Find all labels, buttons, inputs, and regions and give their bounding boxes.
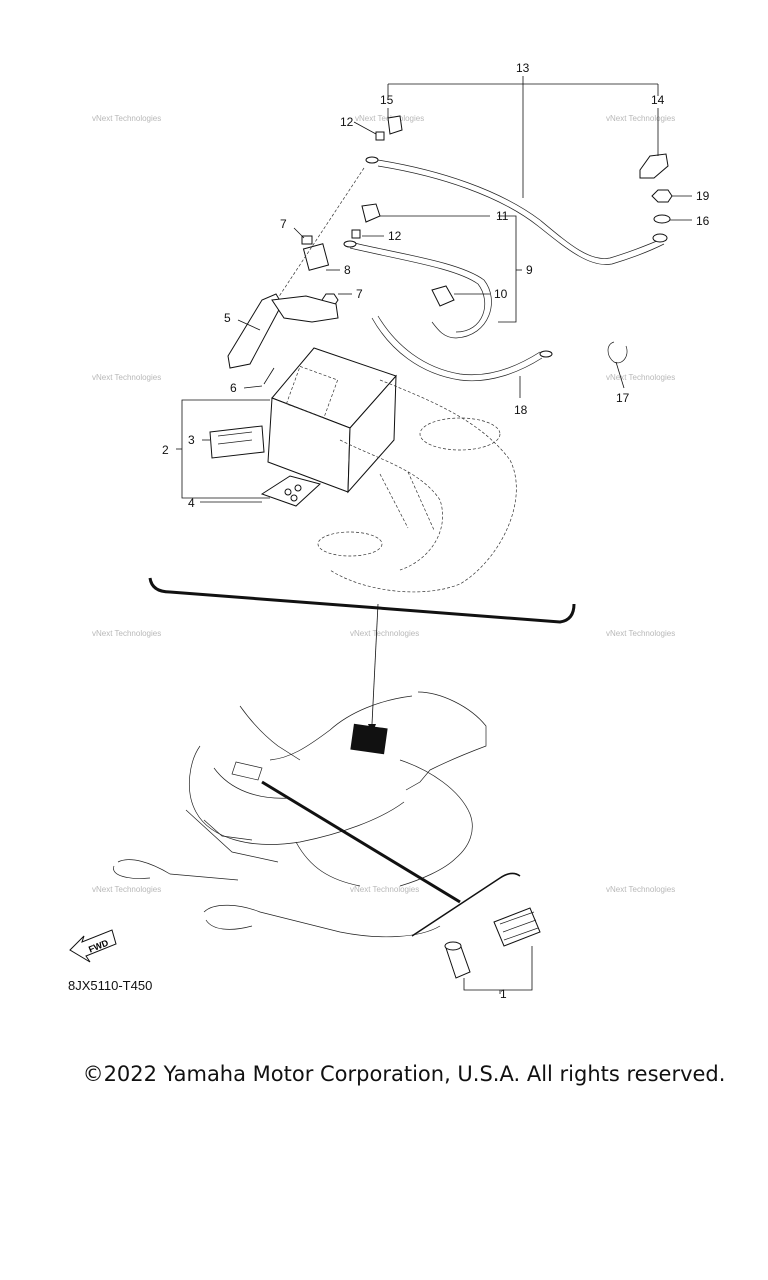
- cap-11: [361, 203, 490, 223]
- callout-8: 8: [344, 263, 351, 277]
- callout-10: 10: [494, 287, 508, 301]
- callout-4: 4: [188, 496, 195, 510]
- watermark: vNext Technologies: [92, 373, 161, 382]
- callout-13: 13: [516, 61, 530, 75]
- callout-17: 17: [616, 391, 630, 405]
- terminal-cap-14: [639, 108, 669, 179]
- frame-outline: [317, 379, 517, 593]
- pointer-line: [261, 780, 461, 904]
- band-17: [607, 341, 628, 389]
- battery-cable-9: [343, 215, 522, 339]
- cable-terminal: [652, 233, 668, 243]
- nut-19: [651, 189, 692, 203]
- callout-7: 7: [280, 217, 287, 231]
- battery-2: [267, 347, 397, 494]
- callout-16: 16: [696, 214, 710, 228]
- bolt-12-upper: [353, 121, 385, 141]
- watermark: vNext Technologies: [92, 114, 161, 123]
- cable-terminal: [365, 156, 379, 164]
- section-divider: [148, 577, 576, 624]
- bracket-13: [387, 76, 659, 198]
- ground-cable-18: [371, 315, 553, 398]
- callout-19: 19: [696, 189, 710, 203]
- watermark: vNext Technologies: [606, 114, 675, 123]
- callout-7: 7: [356, 287, 363, 301]
- watermark: vNext Technologies: [606, 629, 675, 638]
- callout-5: 5: [224, 311, 231, 325]
- callout-15: 15: [380, 93, 394, 107]
- callout-3: 3: [188, 433, 195, 447]
- battery-location-marker: [350, 723, 388, 755]
- battery-bracket-5: [227, 293, 339, 369]
- power-outlet-1: [444, 907, 541, 994]
- callout-18: 18: [514, 403, 528, 417]
- diagram-code: 8JX5110-T450: [68, 978, 153, 993]
- watermark: vNext Technologies: [606, 373, 675, 382]
- watermark: vNext Technologies: [350, 629, 419, 638]
- watermark: vNext Technologies: [350, 885, 419, 894]
- watermarks: vNext Technologies vNext Technologies vN…: [92, 114, 675, 894]
- terminal-cover-15: [387, 108, 403, 135]
- warning-label-3: [202, 425, 265, 459]
- callout-12: 12: [340, 115, 354, 129]
- screw-6: [243, 367, 275, 389]
- cap-10: [431, 285, 455, 307]
- callout-14: 14: [651, 93, 665, 107]
- bolt-12-lower: [351, 229, 384, 239]
- starter-relay-8: [293, 227, 340, 271]
- callout-11: 11: [496, 209, 509, 223]
- bracket-2: [176, 399, 270, 499]
- callout-numbers: 13 15 14 12 19 11 16 7 12 9 8 7 10 5 6 1…: [162, 61, 710, 1001]
- callout-2: 2: [162, 443, 169, 457]
- watermark: vNext Technologies: [92, 885, 161, 894]
- washer-16: [653, 214, 692, 224]
- callout-6: 6: [230, 381, 237, 395]
- battery-cable-13: [365, 156, 668, 265]
- watermark: vNext Technologies: [606, 885, 675, 894]
- bolt-kit-4: [200, 475, 322, 507]
- snowmobile-outline: [113, 691, 487, 938]
- fwd-arrow: FWD: [69, 929, 117, 963]
- copyright-notice: ©2022 Yamaha Motor Corporation, U.S.A. A…: [82, 1062, 726, 1086]
- callout-12: 12: [388, 229, 402, 243]
- callout-1: 1: [500, 987, 507, 1001]
- watermark: vNext Technologies: [92, 629, 161, 638]
- detail-divider: [411, 872, 521, 937]
- callout-9: 9: [526, 263, 533, 277]
